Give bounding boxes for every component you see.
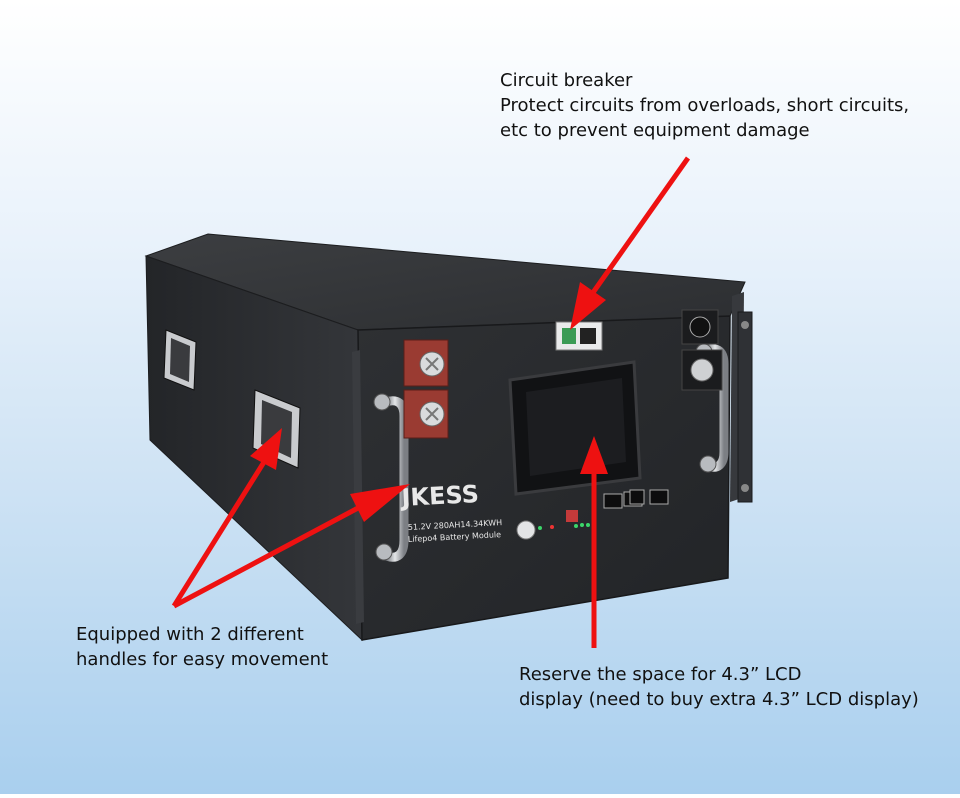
circuit-breaker (555, 321, 603, 351)
breaker-desc-2: etc to prevent equipment damage (500, 120, 810, 141)
black-terminal-upper (681, 309, 719, 345)
mount-ear-right (737, 311, 753, 503)
dip-switch (566, 510, 578, 522)
handles-text-1: Equipped with 2 different (76, 624, 304, 645)
side-handle-cutout (163, 329, 197, 391)
arrow-handle-front (172, 484, 410, 609)
handles-callout: Equipped with 2 different handles for ea… (76, 622, 328, 672)
arrow-handle-side (171, 428, 282, 608)
arrow-lcd (580, 436, 608, 648)
power-button (516, 520, 536, 540)
negative-terminal (403, 389, 449, 439)
positive-terminal (403, 339, 449, 387)
handles-text-2: handles for easy movement (76, 649, 329, 670)
lcd-text-2: display (need to buy extra 4.3” LCD disp… (519, 689, 919, 710)
brand-logo: JKESS (399, 480, 480, 512)
lcd-recess (508, 360, 642, 496)
left-handle (373, 393, 409, 562)
breaker-desc-1: Protect circuits from overloads, short c… (500, 95, 910, 116)
lcd-callout: Reserve the space for 4.3” LCD display (… (519, 662, 919, 712)
arrow-breaker (570, 156, 691, 330)
lcd-text-1: Reserve the space for 4.3” LCD (519, 664, 802, 685)
circuit-breaker-callout: Circuit breaker Protect circuits from ov… (500, 68, 909, 143)
breaker-title: Circuit breaker (500, 70, 633, 91)
comm-ports (603, 489, 669, 509)
black-terminal-lower (681, 349, 723, 391)
